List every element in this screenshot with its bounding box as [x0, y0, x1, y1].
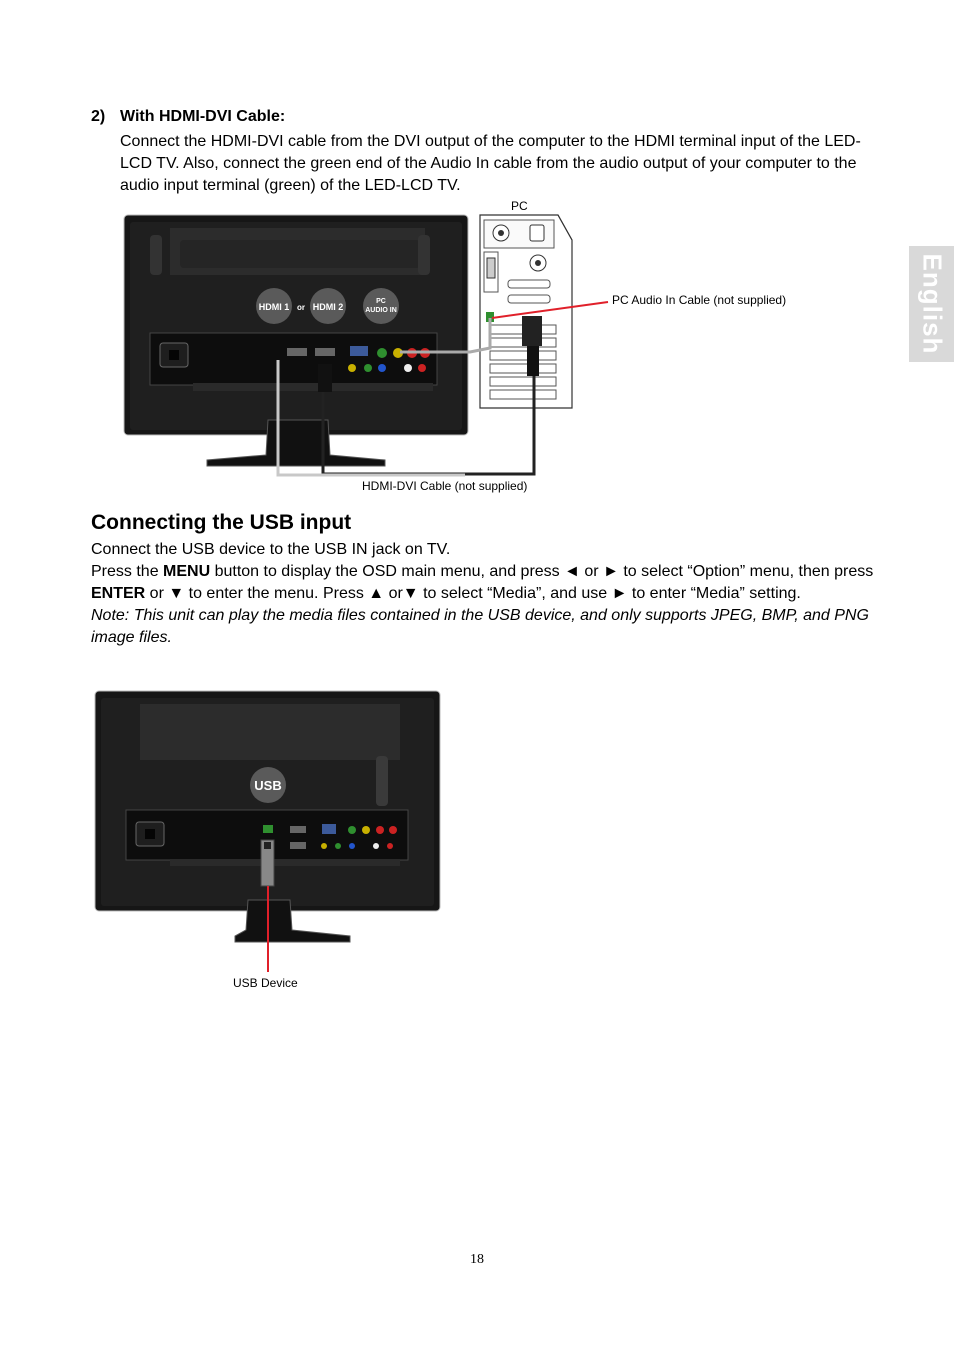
usb-callout-text: USB: [254, 778, 281, 793]
menu-key: MENU: [163, 563, 211, 580]
hdmi2-callout: [310, 288, 346, 324]
pc-tower: [479, 214, 573, 409]
usb-line-2-post: button to display the OSD main menu, and…: [210, 563, 874, 580]
pc-audio-callout: [363, 288, 399, 324]
tv-connector-panel: [149, 332, 438, 386]
language-tab: English: [909, 246, 954, 362]
pc-audio-callout-line1: PC: [376, 298, 386, 305]
audio-cable-label: PC Audio In Cable (not supplied): [612, 293, 787, 307]
usb-diagram: USB: [94, 690, 441, 972]
or-callout-text: or: [297, 303, 305, 312]
enter-key: ENTER: [91, 585, 146, 602]
usb-line-2-pre: Press the: [91, 563, 164, 580]
usb-instructions: Connect the USB device to the USB IN jac…: [91, 539, 891, 649]
tv-stand: [206, 419, 386, 467]
hdmi-dvi-diagram: HDMI 1 or HDMI 2 PC AUDIO IN: [123, 214, 609, 477]
usb-device-label: USB Device: [233, 976, 298, 990]
hdmi1-callout: [256, 288, 292, 324]
usb-note: Note: This unit can play the media files…: [91, 607, 869, 646]
step-heading: 2) With HDMI-DVI Cable:: [91, 108, 285, 126]
pc-audio-callout-line2: AUDIO IN: [365, 307, 397, 314]
audio-cable: [400, 318, 492, 354]
usb-line-2-end: or ▼ to enter the menu. Press ▲ or▼ to s…: [145, 585, 801, 602]
audio-cable-callout-line: [491, 301, 609, 319]
step-number: 2): [91, 108, 106, 125]
hdmi2-callout-text: HDMI 2: [313, 302, 344, 312]
pc-label: PC: [511, 199, 528, 213]
hdmi1-callout-text: HDMI 1: [259, 302, 290, 312]
hdmi-dvi-cable-label: HDMI-DVI Cable (not supplied): [362, 479, 528, 493]
step-title: With HDMI-DVI Cable:: [120, 108, 286, 125]
step-body: Connect the HDMI-DVI cable from the DVI …: [120, 133, 861, 194]
page-number: 18: [470, 1252, 484, 1267]
tv-stand-usb: [234, 899, 351, 943]
usb-callout: [250, 767, 286, 803]
usb-line-1: Connect the USB device to the USB IN jac…: [91, 541, 451, 558]
usb-line-2: Press the MENU button to display the OSD…: [91, 561, 891, 605]
section-title: Connecting the USB input: [91, 511, 352, 534]
